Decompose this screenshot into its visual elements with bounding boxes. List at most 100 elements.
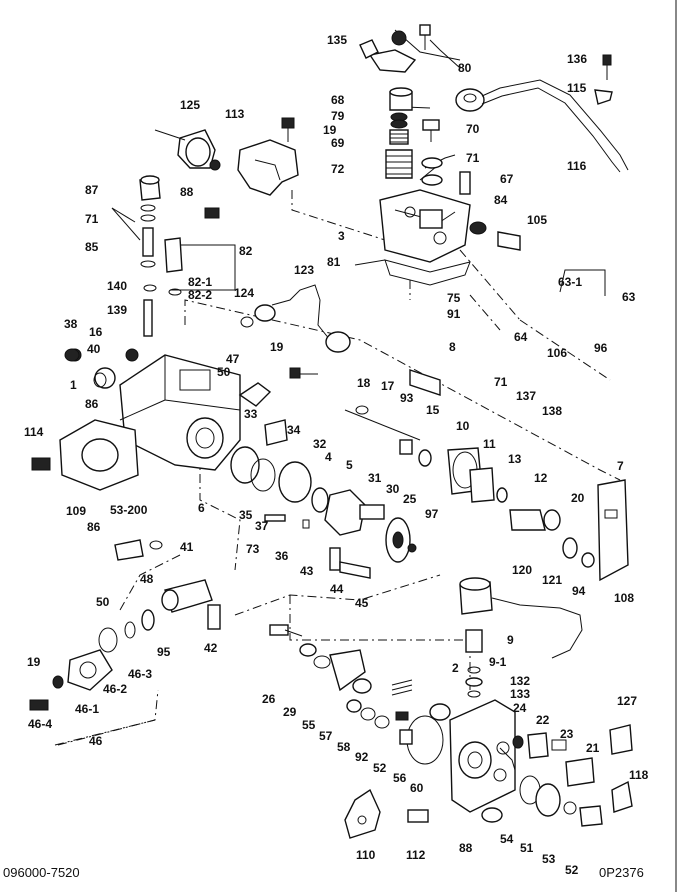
callout-label: 86 [85,397,99,411]
callout-label: 43 [300,564,314,578]
callout-label: 1 [70,378,77,392]
callout-label: 55 [302,718,316,732]
callout-label: 136 [567,52,588,66]
callout-label: 137 [516,389,537,403]
callout-label: 92 [355,750,369,764]
callout-label: 44 [330,582,344,596]
part-81-gasket [384,259,471,286]
callout-label: 16 [89,325,103,339]
callout-label: 140 [107,279,128,293]
part-108-sensor [459,577,583,698]
callout-label: 23 [560,727,574,741]
callout-label: 19 [270,340,284,354]
callout-label: 71 [466,151,480,165]
callout-label: 71 [85,212,99,226]
callout-label: 6 [198,501,205,515]
part-85-stack [139,175,254,337]
callout-label: 15 [426,403,440,417]
callout-label: 46-1 [75,702,100,716]
callout-label: 67 [500,172,514,186]
callout-label: 52 [565,863,579,877]
callout-label: 93 [400,391,414,405]
callout-label: 106 [547,346,568,360]
callout-label: 114 [24,425,44,439]
callout-label: 18 [357,376,371,390]
callout-label: 82 [239,244,253,258]
callout-label: 91 [447,307,461,321]
callout-label: 95 [157,645,171,659]
part-governor-springs [385,87,471,195]
callout-label: 48 [140,572,154,586]
callout-label: 9-1 [489,655,507,669]
callout-label: 35 [239,508,253,522]
callout-label: 105 [527,213,548,227]
callout-label: 64 [514,330,528,344]
callout-label: 85 [85,240,99,254]
callout-label: 7 [617,459,624,473]
callout-label: 53 [542,852,556,866]
callout-label: 113 [225,107,245,121]
part-17-drive-shaft [344,369,508,503]
part-3-housing [379,189,521,263]
part-1-pump-body [68,348,241,471]
callout-label: 46-4 [28,717,53,731]
callout-label: 41 [180,540,194,554]
callout-label: 24 [513,701,527,715]
callout-label: 133 [510,687,531,701]
part-12-plunger [509,479,629,582]
callout-label: 25 [403,492,417,506]
callout-label: 34 [287,423,301,437]
callout-label: 88 [180,185,194,199]
callout-label: 125 [180,98,201,112]
callout-label: 108 [614,591,635,605]
callout-label: 26 [262,692,276,706]
callout-label: 121 [542,573,563,587]
callout-label: 13 [508,452,522,466]
part-110-bracket [344,788,429,839]
callout-label: 132 [510,674,531,688]
callout-label: 124 [234,286,255,300]
callout-label: 81 [327,255,341,269]
callout-label: 139 [107,303,128,317]
callout-label: 10 [456,419,470,433]
diagram-part-number: 096000-7520 [3,865,80,880]
callout-label: 46-2 [103,682,128,696]
callout-label: 79 [331,109,345,123]
callout-label: 123 [294,263,315,277]
callout-label: 138 [542,404,563,418]
diagram-drawing-code: 0P2376 [599,865,644,880]
callout-label: 50 [96,595,110,609]
callout-label: 19 [323,123,337,137]
callout-label: 57 [319,729,333,743]
callout-label: 86 [87,520,101,534]
callout-label: 8 [449,340,456,354]
callout-label: 73 [246,542,260,556]
callout-label: 63-1 [558,275,583,289]
callout-label: 70 [466,122,480,136]
part-fittings-right [481,724,633,827]
callout-label: 32 [313,437,327,451]
part-6-coupling [230,446,329,513]
callout-label: 47 [226,352,240,366]
callout-label: 2 [452,661,459,675]
callout-label: 46-3 [128,667,153,681]
callout-label: 63 [622,290,636,304]
part-80-bracket [359,24,431,73]
callout-label: 82-2 [188,288,213,302]
part-5-rotor [324,489,417,563]
callout-label: 30 [386,482,400,496]
callout-label: 3 [338,229,345,243]
callout-label: 88 [459,841,473,855]
callout-label: 58 [337,740,351,754]
part-116-rod [455,54,629,173]
callout-label: 5 [346,458,353,472]
callout-label: 37 [255,519,269,533]
callout-label: 33 [244,407,258,421]
callout-label: 72 [331,162,345,176]
callout-label: 56 [393,771,407,785]
callout-label: 71 [494,375,508,389]
callout-label: 54 [500,832,514,846]
group-46-lines [57,719,156,746]
